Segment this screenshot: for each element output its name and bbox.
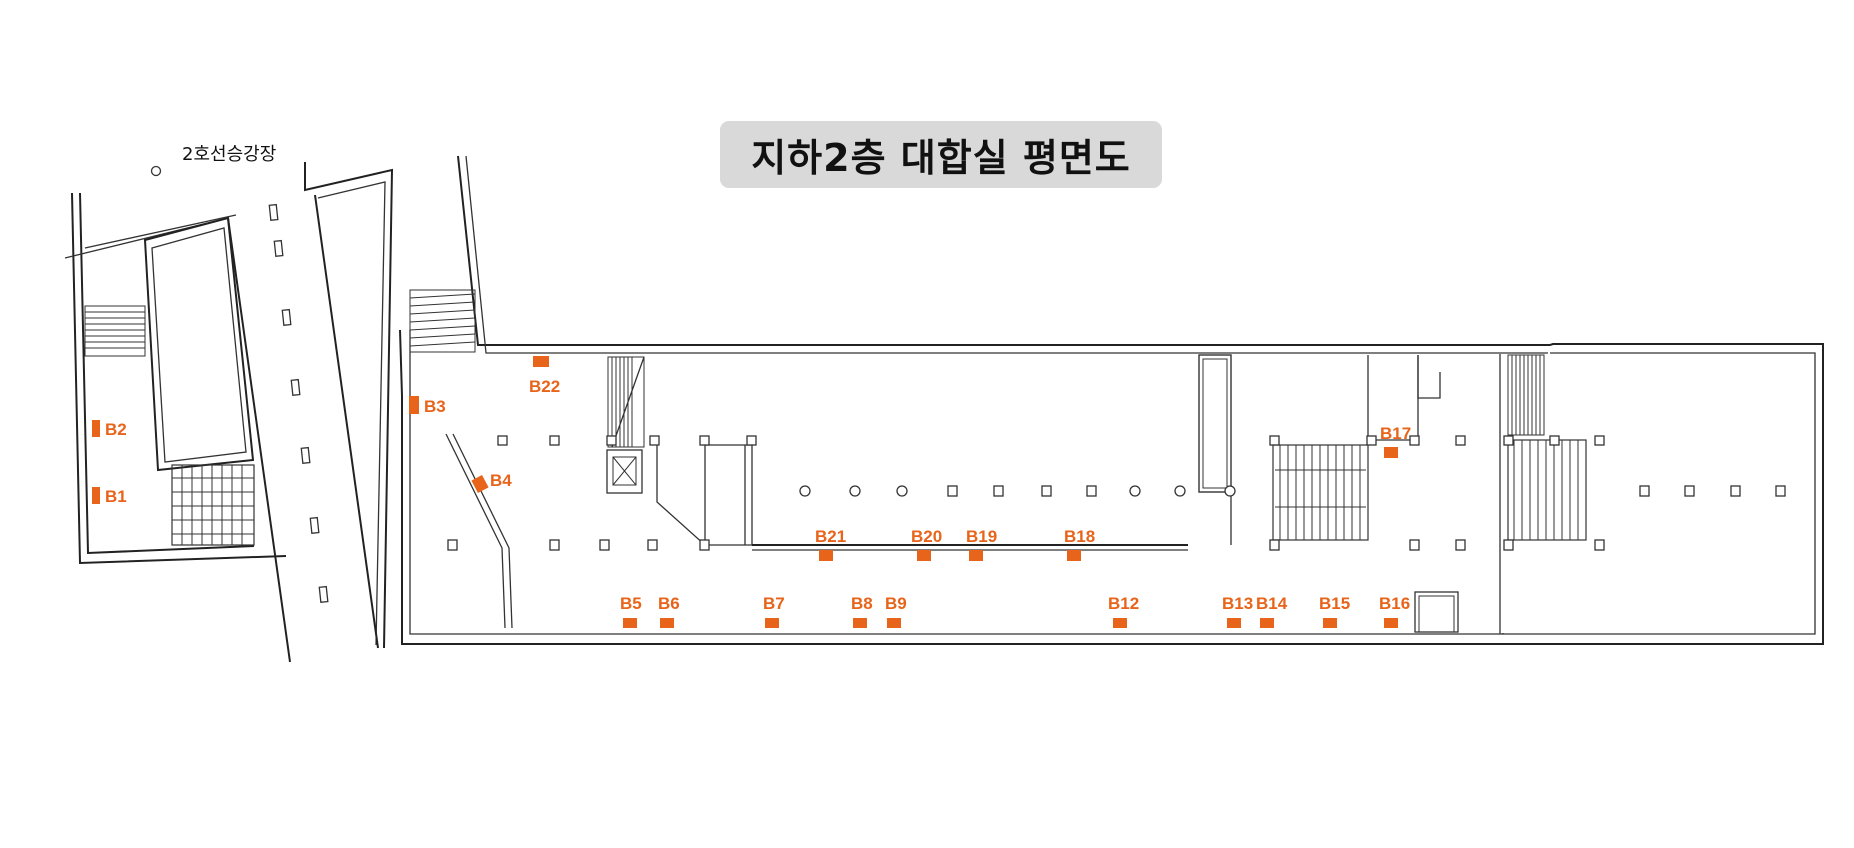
- title-box: 지하2층 대합실 평면도: [720, 121, 1162, 188]
- platform-label: 2호선승강장: [182, 144, 276, 165]
- marker-b16[interactable]: B16: [1379, 594, 1410, 628]
- page-title: 지하2층 대합실 평면도: [751, 136, 1131, 180]
- svg-text:B19: B19: [966, 527, 997, 546]
- marker-b7[interactable]: B7: [763, 594, 785, 628]
- left-wing: [64, 192, 287, 565]
- track-area: [227, 162, 394, 663]
- stair-upper-left: [409, 289, 476, 353]
- marker-b21[interactable]: B21: [815, 527, 846, 561]
- marker-b12[interactable]: B12: [1108, 594, 1139, 628]
- svg-text:B7: B7: [763, 594, 785, 613]
- marker-b20[interactable]: B20: [911, 527, 942, 561]
- svg-text:B3: B3: [424, 397, 446, 416]
- marker-b22[interactable]: B22: [529, 356, 560, 396]
- svg-text:B16: B16: [1379, 594, 1410, 613]
- platform-point: [150, 165, 162, 177]
- marker-b15[interactable]: B15: [1319, 594, 1350, 628]
- marker-b6[interactable]: B6: [658, 594, 680, 628]
- svg-text:B21: B21: [815, 527, 846, 546]
- marker-b4[interactable]: B4: [471, 471, 512, 493]
- marker-b19[interactable]: B19: [966, 527, 997, 561]
- markers: B1 B2 B3 B4 B5 B6 B7 B8: [92, 356, 1411, 628]
- svg-text:B15: B15: [1319, 594, 1350, 613]
- left-escalator: [171, 464, 255, 546]
- marker-b3[interactable]: B3: [409, 396, 446, 416]
- marker-b14[interactable]: B14: [1256, 594, 1288, 628]
- marker-b1[interactable]: B1: [92, 487, 127, 506]
- escalator-right-a: [1272, 444, 1369, 541]
- svg-text:B17: B17: [1380, 424, 1411, 443]
- svg-text:B4: B4: [490, 471, 512, 490]
- svg-text:B6: B6: [658, 594, 680, 613]
- svg-text:B18: B18: [1064, 527, 1095, 546]
- escalator-right-b: [1507, 354, 1587, 541]
- marker-b13[interactable]: B13: [1222, 594, 1253, 628]
- marker-b18[interactable]: B18: [1064, 527, 1095, 561]
- columns: [447, 435, 1786, 551]
- svg-text:B9: B9: [885, 594, 907, 613]
- marker-b8[interactable]: B8: [851, 594, 873, 628]
- marker-b9[interactable]: B9: [885, 594, 907, 628]
- svg-text:B14: B14: [1256, 594, 1288, 613]
- marker-b5[interactable]: B5: [620, 594, 642, 628]
- stair-center: [607, 356, 645, 448]
- main-concourse: [399, 155, 1824, 645]
- left-stair-upper: [84, 305, 146, 357]
- marker-b2[interactable]: B2: [92, 420, 127, 439]
- svg-text:B5: B5: [620, 594, 642, 613]
- svg-text:B12: B12: [1108, 594, 1139, 613]
- svg-text:B2: B2: [105, 420, 127, 439]
- svg-text:B8: B8: [851, 594, 873, 613]
- elevator: [606, 449, 643, 494]
- svg-text:B13: B13: [1222, 594, 1253, 613]
- marker-b17[interactable]: B17: [1380, 424, 1411, 458]
- svg-text:B1: B1: [105, 487, 127, 506]
- svg-text:B22: B22: [529, 377, 560, 396]
- svg-text:B20: B20: [911, 527, 942, 546]
